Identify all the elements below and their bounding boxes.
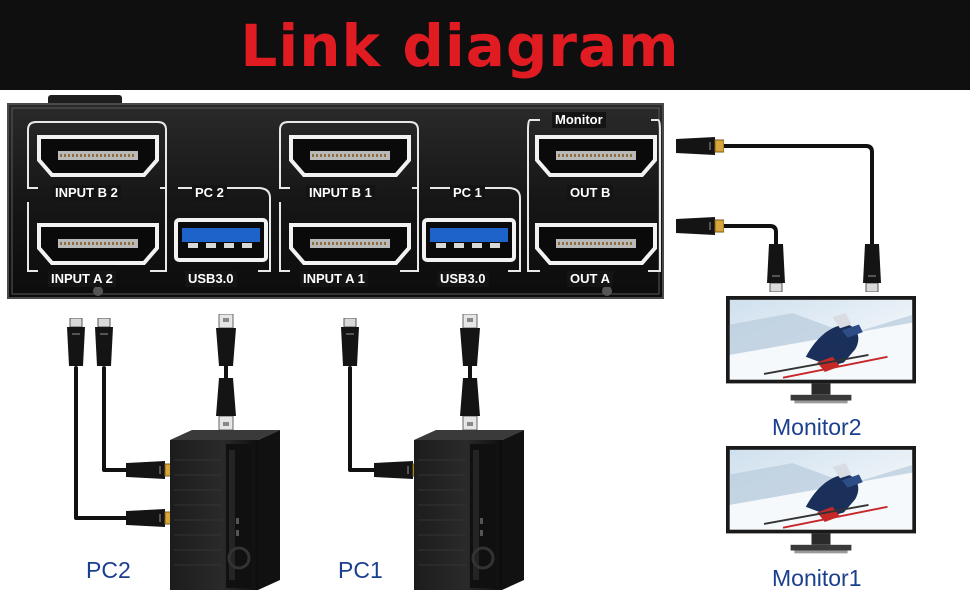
pc1-group-label: PC 1 xyxy=(450,185,485,201)
usb-plug xyxy=(459,378,481,430)
usb-pc2-label: USB3.0 xyxy=(185,271,237,287)
pc2-tower xyxy=(170,430,280,590)
pc2-caption: PC2 xyxy=(86,557,131,583)
usb-plug xyxy=(215,378,237,430)
hdmi-port-out-b xyxy=(535,135,657,177)
usb-plug xyxy=(459,314,481,366)
hdmi-port-input-a1 xyxy=(289,223,411,265)
hdmi-plug xyxy=(66,318,86,366)
hdmi-plug xyxy=(676,216,724,236)
hdmi-plug xyxy=(126,508,174,528)
monitor2-display xyxy=(725,296,917,405)
hdmi-port-input-a2 xyxy=(37,223,159,265)
hdmi-port-input-b2 xyxy=(37,135,159,177)
hdmi-plug xyxy=(862,244,882,292)
out-b-label: OUT B xyxy=(567,185,614,201)
switch-foot xyxy=(93,286,103,296)
out-a-label: OUT A xyxy=(567,271,613,287)
cable-pc2-hdmi-a xyxy=(74,366,138,520)
monitor1-caption: Monitor1 xyxy=(772,565,862,591)
cable-out-a-to-monitor1 xyxy=(712,224,778,250)
monitor-group-label: Monitor xyxy=(552,112,606,128)
usb-port-pc1 xyxy=(422,218,516,262)
input-a1-label: INPUT A 1 xyxy=(300,271,368,287)
hdmi-port-input-b1 xyxy=(289,135,411,177)
pc1-caption: PC1 xyxy=(338,557,383,583)
input-a2-label: INPUT A 2 xyxy=(48,271,116,287)
usb-pc1-label: USB3.0 xyxy=(437,271,489,287)
input-b2-label: INPUT B 2 xyxy=(52,185,121,201)
switch-body xyxy=(7,103,664,299)
pc1-tower xyxy=(414,430,524,590)
switch-foot xyxy=(602,286,612,296)
monitor2-caption: Monitor2 xyxy=(772,414,862,440)
hdmi-plug xyxy=(676,136,724,156)
cable-pc1-hdmi xyxy=(348,366,386,472)
hdmi-plug xyxy=(94,318,114,366)
port-group-outlines xyxy=(27,119,661,272)
header-bar xyxy=(0,0,970,90)
kvm-switch xyxy=(7,95,664,299)
diagram-title: Link diagram xyxy=(240,12,680,80)
cable-pc2-hdmi-b xyxy=(102,366,138,472)
usb-port-pc2 xyxy=(174,218,268,262)
usb-plug xyxy=(215,314,237,366)
hdmi-plug xyxy=(766,244,786,292)
cables xyxy=(74,144,874,520)
hdmi-plug xyxy=(126,460,174,480)
hdmi-plug xyxy=(340,318,360,366)
input-b1-label: INPUT B 1 xyxy=(306,185,375,201)
hdmi-port-out-a xyxy=(535,223,657,265)
cable-out-b-to-monitor2 xyxy=(712,144,874,250)
monitor1-display xyxy=(725,446,917,555)
pc2-group-label: PC 2 xyxy=(192,185,227,201)
